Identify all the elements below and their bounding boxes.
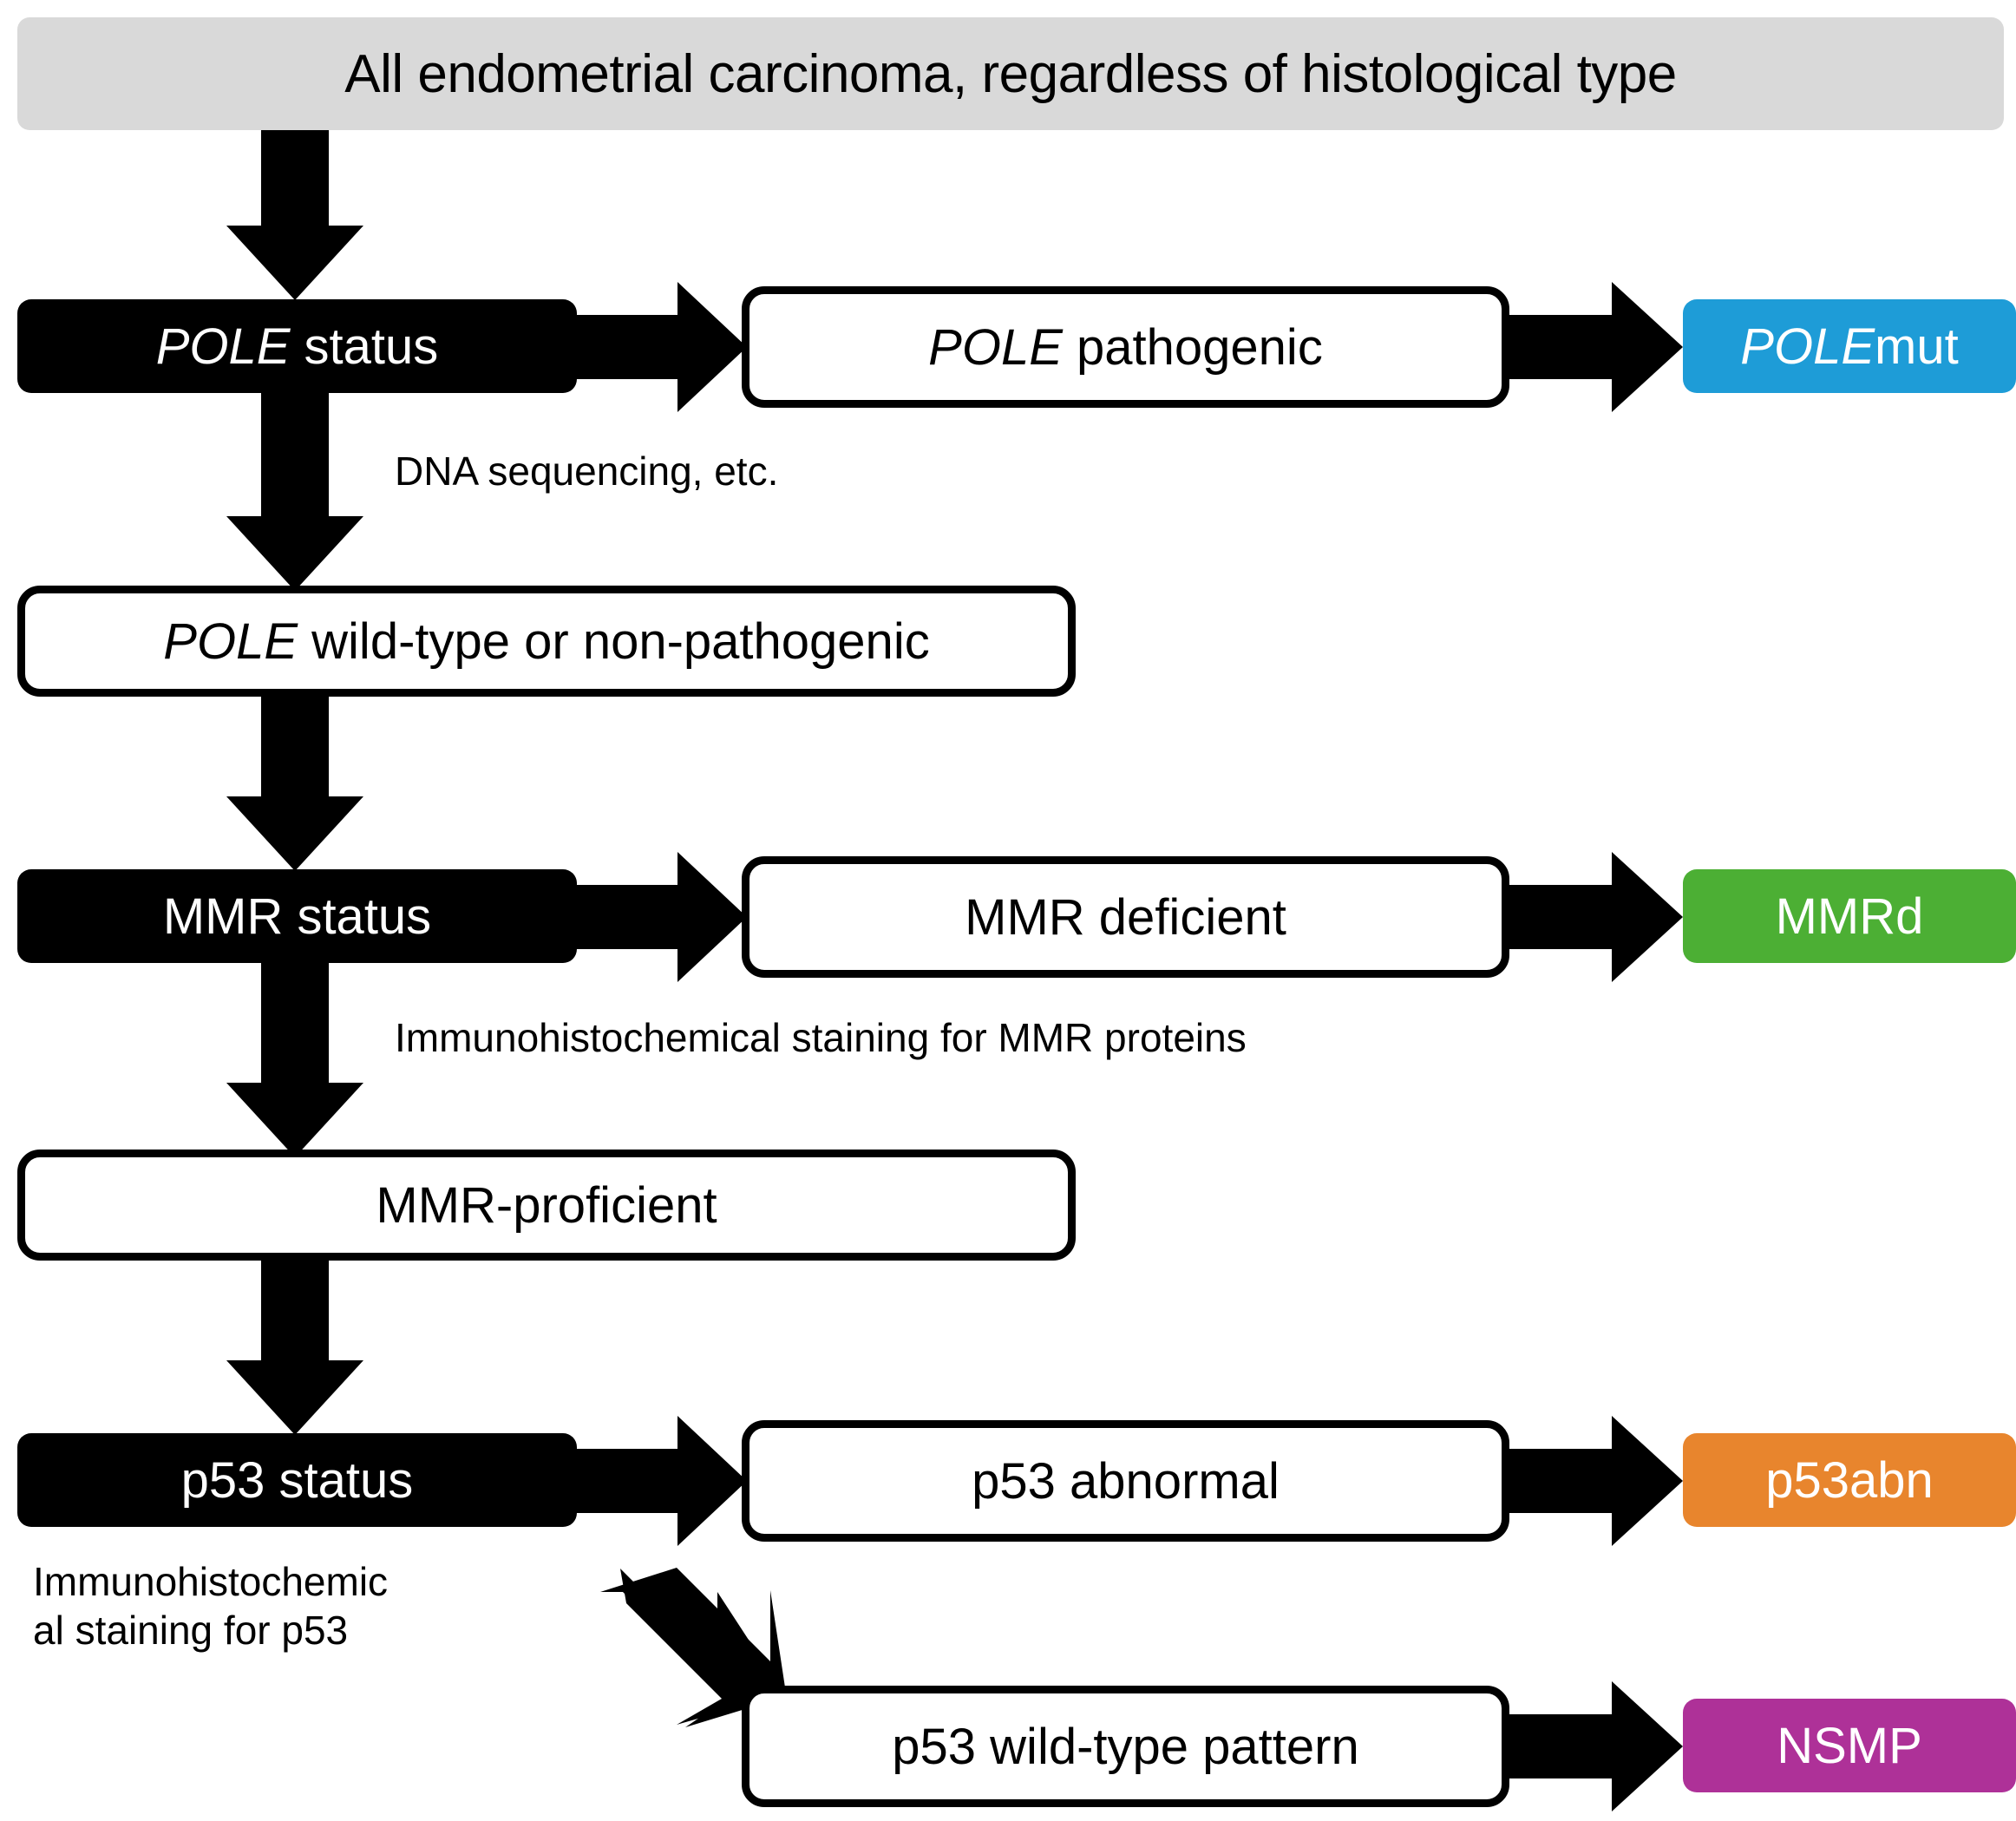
gene-name-pole-pathogenic: POLE xyxy=(928,318,1063,376)
header-banner: All endometrial carcinoma, regardless of… xyxy=(17,17,2004,130)
decision-label-p53-status: p53 status xyxy=(180,1451,414,1509)
outcome-box-pole-wildtype[interactable]: POLE wild-type or non-pathogenic xyxy=(17,586,1076,697)
right-arrow-icon-pathogenic-to-polemut xyxy=(1509,282,1683,412)
gene-name-polemut: POLE xyxy=(1740,318,1875,375)
decision-suffix-pole: status xyxy=(290,318,439,375)
decision-label-mmr-status: MMR status xyxy=(162,888,432,945)
down-arrow-icon-pole-to-wildtype xyxy=(226,393,363,591)
outcome-suffix-pole-wildtype: wild-type or non-pathogenic xyxy=(298,612,930,670)
gene-name-pole-wildtype: POLE xyxy=(163,612,298,670)
outcome-suffix-pole-pathogenic: pathogenic xyxy=(1062,318,1323,376)
outcome-box-pole-pathogenic[interactable]: POLE pathogenic xyxy=(742,286,1509,408)
method-label-mmr-ihc: Immunohistochemical staining for MMR pro… xyxy=(395,1015,1247,1060)
right-arrow-icon-abnormal-to-p53abn xyxy=(1509,1416,1683,1546)
result-label-mmrd: MMRd xyxy=(1775,888,1924,945)
outcome-label-pole-wildtype: POLE wild-type or non-pathogenic xyxy=(163,612,929,671)
outcome-label-pole-pathogenic: POLE pathogenic xyxy=(928,318,1323,377)
result-label-p53abn: p53abn xyxy=(1765,1451,1934,1509)
right-arrow-icon-pole-to-pathogenic xyxy=(577,282,747,412)
outcome-box-p53-wildtype[interactable]: p53 wild-type pattern xyxy=(742,1686,1509,1807)
method-label-dna-sequencing: DNA sequencing, etc. xyxy=(395,449,779,494)
decision-label-pole-status: POLE status xyxy=(156,318,439,376)
decision-box-mmr-status[interactable]: MMR status xyxy=(17,869,577,963)
outcome-label-mmr-deficient: MMR deficient xyxy=(965,888,1286,946)
method-label-p53-ihc: Immunohistochemic al staining for p53 xyxy=(33,1559,389,1654)
outcome-label-p53-abnormal: p53 abnormal xyxy=(972,1452,1280,1510)
outcome-box-p53-abnormal[interactable]: p53 abnormal xyxy=(742,1420,1509,1542)
outcome-box-mmr-proficient[interactable]: MMR-proficient xyxy=(17,1150,1076,1261)
right-arrow-icon-p53-to-abnormal xyxy=(577,1416,747,1546)
header-title: All endometrial carcinoma, regardless of… xyxy=(344,43,1677,104)
down-arrow-icon-mmr-to-proficient xyxy=(226,963,363,1157)
outcome-box-mmr-deficient[interactable]: MMR deficient xyxy=(742,856,1509,978)
diagonal-down-right-arrow-icon-p53-to-wildtype xyxy=(600,1568,785,1727)
down-arrow-icon-header-to-pole xyxy=(226,130,363,300)
down-arrow-icon-proficient-to-p53 xyxy=(226,1261,363,1435)
outcome-label-p53-wildtype: p53 wild-type pattern xyxy=(892,1718,1359,1775)
decision-box-p53-status[interactable]: p53 status xyxy=(17,1433,577,1527)
outcome-label-mmr-proficient: MMR-proficient xyxy=(376,1176,717,1234)
result-box-polemut[interactable]: POLEmut xyxy=(1683,299,2016,393)
gene-name-pole: POLE xyxy=(155,318,291,375)
right-arrow-icon-mmr-to-deficient xyxy=(577,852,747,982)
result-box-nsmp[interactable]: NSMP xyxy=(1683,1699,2016,1792)
right-arrow-icon-wildtype-to-nsmp xyxy=(1509,1681,1683,1811)
result-label-polemut: POLEmut xyxy=(1740,318,1958,376)
result-box-p53abn[interactable]: p53abn xyxy=(1683,1433,2016,1527)
down-arrow-icon-wildtype-to-mmr xyxy=(226,697,363,871)
result-suffix-polemut: mut xyxy=(1875,318,1959,375)
result-label-nsmp: NSMP xyxy=(1777,1717,1922,1774)
decision-box-pole-status[interactable]: POLE status xyxy=(17,299,577,393)
right-arrow-icon-deficient-to-mmrd xyxy=(1509,852,1683,982)
result-box-mmrd[interactable]: MMRd xyxy=(1683,869,2016,963)
